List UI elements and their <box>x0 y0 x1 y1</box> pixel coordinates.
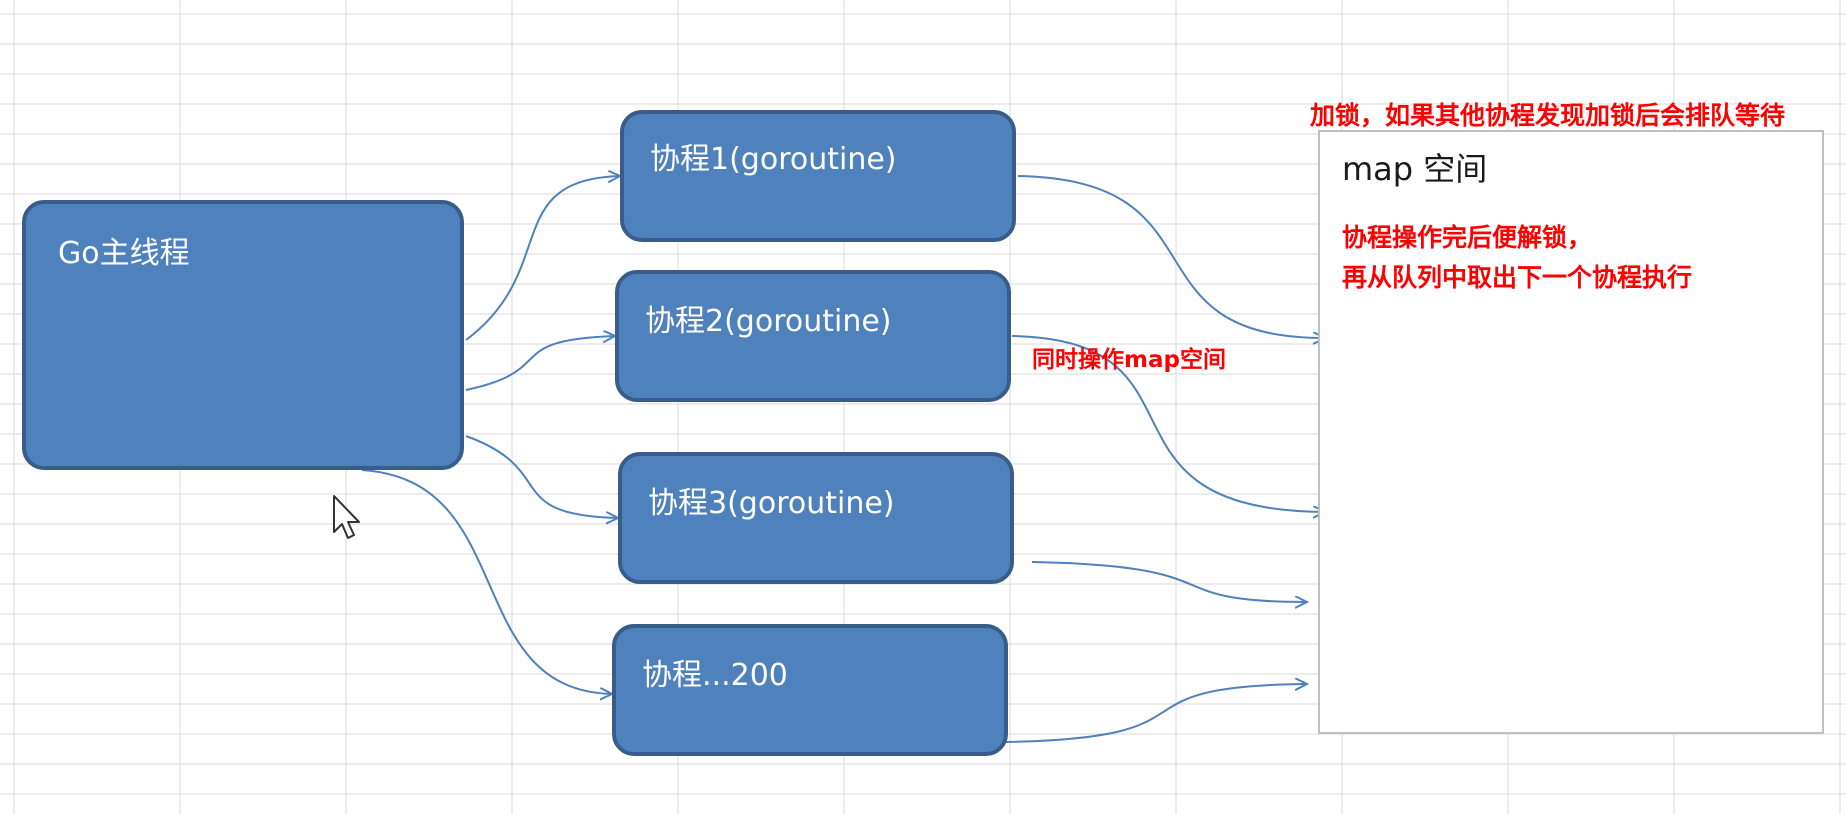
arrow-main-to-goroutine-3 <box>465 435 618 518</box>
arrow-main-to-goroutine-2 <box>465 336 615 391</box>
goroutine-box-3: 协程3(goroutine) <box>618 452 1014 584</box>
goroutine-box-1: 协程1(goroutine) <box>620 110 1016 242</box>
map-space-note-line-1: 协程操作完后便解锁， <box>1342 223 1593 252</box>
lock-note: 加锁，如果其他协程发现加锁后会排队等待 <box>1310 101 1786 130</box>
goroutine-label-2: 协程2(goroutine) <box>645 304 892 339</box>
main-thread-label: Go主线程 <box>58 236 190 271</box>
map-space-note-line-2: 再从队列中取出下一个协程执行 <box>1342 263 1693 292</box>
map-space-panel: map 空间 协程操作完后便解锁， 再从队列中取出下一个协程执行 <box>1318 130 1824 734</box>
concurrent-access-note: 同时操作map空间 <box>1032 347 1226 373</box>
map-space-title: map 空间 <box>1342 150 1488 188</box>
map-space-note: 协程操作完后便解锁， 再从队列中取出下一个协程执行 <box>1342 218 1692 298</box>
arrow-main-to-goroutine-1 <box>465 176 620 341</box>
arrow-goroutine-1-to-map <box>1017 175 1325 338</box>
goroutine-label-1: 协程1(goroutine) <box>650 142 897 177</box>
goroutine-box-200: 协程...200 <box>612 624 1008 756</box>
arrow-goroutine-200-to-map <box>1005 684 1307 743</box>
arrow-main-to-goroutine-200 <box>361 469 612 694</box>
goroutine-box-2: 协程2(goroutine) <box>615 270 1011 402</box>
goroutine-label-3: 协程3(goroutine) <box>648 486 895 521</box>
arrow-goroutine-2-to-map <box>1011 335 1325 512</box>
goroutine-label-200: 协程...200 <box>642 658 788 693</box>
main-thread-box: Go主线程 <box>22 200 464 470</box>
arrow-goroutine-3-to-map <box>1031 561 1307 602</box>
mouse-pointer-icon <box>333 495 360 539</box>
